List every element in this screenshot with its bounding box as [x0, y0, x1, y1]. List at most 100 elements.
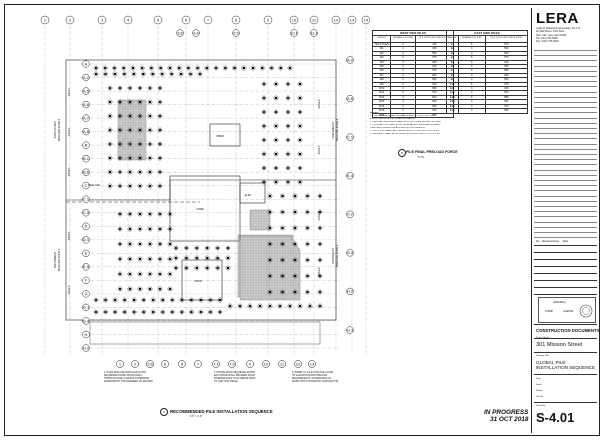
pile-marker: [286, 152, 290, 156]
pile-marker: [293, 226, 297, 230]
grid-bubble-top: [309, 15, 319, 25]
drawing-title: GLOBAL PILE INSTALLATION SEQUENCE: [536, 360, 595, 371]
grid-bubble-bottom: [194, 360, 202, 368]
pile-marker: [199, 310, 203, 314]
pile-marker: [218, 298, 222, 302]
pile-marker: [233, 66, 236, 70]
grid-label-left: C.1: [83, 197, 90, 202]
schedule-cell: 590: [484, 46, 529, 52]
pile-marker: [281, 210, 284, 214]
pile-marker: [148, 287, 152, 291]
west-schedule-title: WEST SIDE PILES: [372, 30, 454, 35]
pile-marker: [128, 287, 132, 291]
grid-bubble-left: [82, 141, 90, 149]
grid-label-sub: 9.5: [233, 30, 239, 35]
grid-label-left: B: [85, 142, 88, 147]
schedule-notes: NOTES: 1. PILE PRELOAD SHALL BE PERFORME…: [370, 112, 480, 136]
title-block-rule: [534, 143, 597, 145]
pile-marker: [161, 298, 165, 302]
pile-marker: [262, 180, 266, 184]
zone-label: ZONE 3: [68, 167, 71, 176]
pile-marker: [128, 156, 132, 160]
pile-marker: [118, 128, 122, 132]
rev-issue-header: Revision/Issue: [542, 240, 560, 243]
pile-marker: [274, 180, 278, 184]
pile-marker: [286, 166, 290, 170]
pile-marker: [140, 66, 144, 70]
pile-marker: [108, 114, 112, 118]
grid-bubble-top: [347, 15, 357, 25]
grid-label-left: E.5: [83, 264, 90, 269]
grid-bubble-left: [82, 155, 90, 163]
pile-marker: [205, 246, 209, 250]
pile-marker: [268, 210, 272, 214]
pile-marker: [189, 72, 192, 76]
plan-annotation: OPEN: [216, 134, 223, 138]
pile-marker: [298, 96, 302, 100]
pile-marker: [138, 184, 142, 188]
rev-no-header: No.: [536, 240, 541, 243]
title-block-rule: [534, 169, 597, 171]
pile-marker: [270, 66, 273, 70]
pile-marker: [190, 298, 193, 302]
pile-marker: [205, 66, 209, 70]
grid-label-top: 12: [334, 18, 339, 23]
pile-marker: [268, 242, 272, 246]
pile-marker: [195, 246, 199, 250]
grid-bubble-top: [123, 15, 133, 25]
grid-label-top: 1: [44, 18, 47, 23]
title-block-rule: [534, 122, 597, 124]
pile-marker: [138, 242, 142, 246]
grid-bubble-bottom: [228, 360, 236, 368]
note-line: 1. PILE PRELOAD SHALL BE PERFORMED TO TH…: [370, 115, 434, 117]
title-block-rule: [534, 133, 597, 135]
pile-marker: [318, 258, 322, 262]
meta-date: Date: [536, 378, 541, 380]
note-line: FORCE SHOWN IN THE SCHEDULE ABOVE.: [370, 118, 416, 120]
zone-label: ZONE 9: [318, 267, 321, 276]
grid-bubble-top: [97, 15, 107, 25]
pile-marker: [298, 138, 302, 142]
schedule-cell: 4: [390, 59, 416, 66]
pile-marker: [123, 72, 126, 76]
revision-header: No. Revision/Issue Date: [536, 240, 568, 243]
note-line: 2. PRELOAD SEQUENCE SHALL FOLLOW ZONES S…: [370, 121, 442, 123]
pile-marker: [148, 227, 152, 231]
grid-label-sub: 10.1: [290, 30, 299, 35]
pile-marker: [148, 242, 152, 246]
plan-annotation: CORE: [196, 207, 204, 211]
grid-label-top: 10: [292, 18, 297, 23]
pile-marker: [170, 72, 173, 76]
schedule-column-header: PILE LOCK-OFF FORCE (KIPS): [484, 35, 529, 43]
title-block-divider: [534, 266, 597, 267]
pile-marker: [318, 274, 322, 278]
pile-marker: [318, 242, 322, 246]
pile-marker: [306, 274, 309, 278]
grid-label-left: A.8: [83, 129, 90, 134]
firm-address: Leslie E. Robertson Associates, R.L.L.P.…: [536, 27, 596, 43]
pile-marker: [226, 266, 230, 270]
notes-heading: NOTES:: [370, 112, 379, 114]
pile-marker: [209, 310, 212, 314]
title-block-rule: [534, 102, 597, 103]
plan-annotation: STAIR: [194, 279, 202, 283]
pile-marker: [94, 310, 98, 314]
pile-marker: [281, 242, 284, 246]
plan-note-line: SEQUENCE SHOWN FROM ZONE 1: [104, 374, 143, 377]
pile-marker: [286, 180, 290, 184]
pile-marker: [123, 298, 126, 302]
pile-marker: [306, 210, 309, 214]
grid-label-top: 4: [127, 18, 130, 23]
pile-marker: [158, 114, 162, 118]
meta-scale: Scale: [536, 384, 542, 386]
title-block-rule: [534, 237, 597, 239]
pile-marker: [293, 210, 297, 214]
grid-bubble-bottom: [278, 360, 286, 368]
plan-note-block: 3. REFER TO S-4.02 FOR PILE LOADS,TIP EL…: [292, 372, 372, 384]
pile-marker: [138, 212, 142, 216]
pile-marker: [293, 194, 297, 198]
pile-marker: [118, 257, 122, 261]
